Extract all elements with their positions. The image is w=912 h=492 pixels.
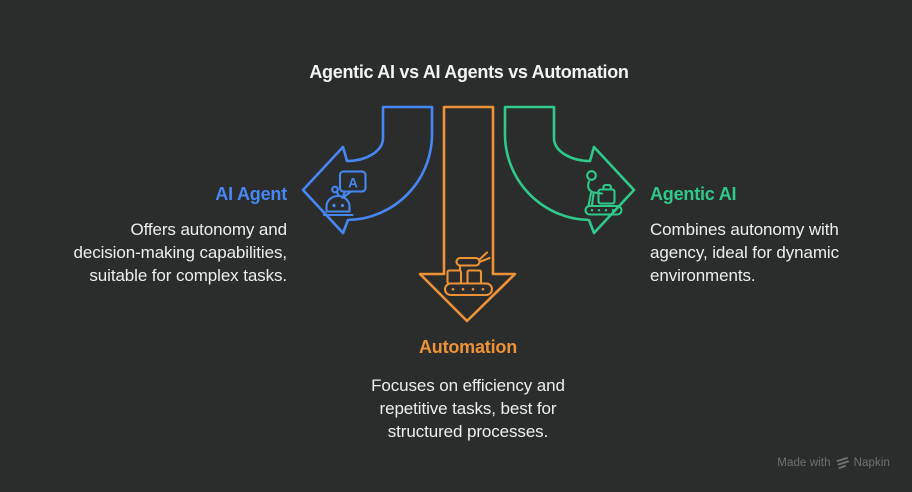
section-ai-agent: AI Agent Offers autonomy and decision-ma… bbox=[0, 183, 288, 287]
ai-agent-arrow bbox=[301, 105, 434, 235]
agentic-ai-description: Combines autonomy with agency, ideal for… bbox=[650, 220, 840, 285]
automation-heading: Automation bbox=[419, 337, 517, 357]
automation-arrow bbox=[418, 105, 517, 323]
watermark-brand: Napkin bbox=[853, 457, 890, 469]
automation-description: Focuses on efficiency and repetitive tas… bbox=[371, 376, 565, 441]
ai-agent-heading: AI Agent bbox=[215, 184, 287, 204]
robot-chat-icon: A bbox=[322, 170, 367, 217]
agentic-ai-heading: Agentic AI bbox=[650, 184, 737, 204]
robot-arm-conveyor-icon bbox=[443, 251, 494, 297]
napkin-logo-icon bbox=[836, 457, 849, 469]
person-luggage-conveyor-icon bbox=[584, 170, 623, 216]
watermark-prefix: Made with bbox=[777, 457, 831, 469]
section-automation: Automation Focuses on efficiency and rep… bbox=[338, 336, 598, 443]
agentic-ai-arrow bbox=[503, 105, 636, 235]
ai-agent-description: Offers autonomy and decision-making capa… bbox=[73, 220, 288, 285]
page-title: Agentic AI vs AI Agents vs Automation bbox=[309, 62, 629, 82]
bubble-letter: A bbox=[348, 176, 358, 191]
section-agentic-ai: Agentic AI Combines autonomy with agency… bbox=[650, 183, 910, 287]
made-with-napkin-watermark[interactable]: Made with Napkin bbox=[777, 457, 890, 469]
